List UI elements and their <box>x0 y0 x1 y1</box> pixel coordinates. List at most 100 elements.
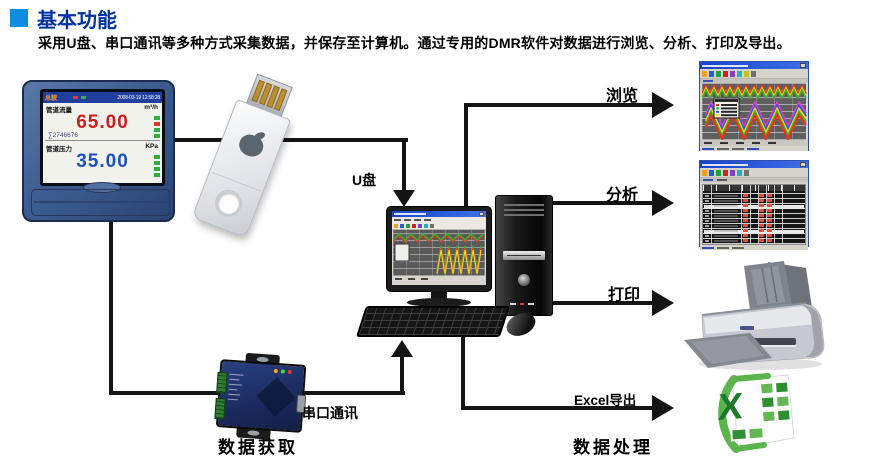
label-data-acquisition: 数据获取 <box>218 438 298 457</box>
apple-logo-icon <box>236 125 268 160</box>
paperless-recorder: 总貌 2008-03-19 12:58:28 管道流量 m³/h 65.00 ∑… <box>22 80 175 222</box>
value-column-red <box>759 193 764 242</box>
column-separator <box>758 185 759 244</box>
panel-print <box>229 378 240 381</box>
browse-curves <box>702 83 807 140</box>
output-tray-inner <box>691 336 764 364</box>
tool-icon <box>744 70 749 77</box>
wave-yellow2 <box>436 249 482 275</box>
tool-icon <box>737 169 742 176</box>
filter-chip <box>703 80 713 82</box>
body-side <box>801 305 824 357</box>
tower-vent <box>504 209 544 211</box>
value-column-red <box>767 193 772 242</box>
tick <box>736 142 744 144</box>
filter-chip <box>717 179 727 181</box>
channel2-value: 35.00 <box>76 151 129 172</box>
indicator <box>154 167 160 171</box>
grid-cell <box>773 380 790 395</box>
column-separator <box>766 185 767 244</box>
excel-swoosh-bottom <box>733 442 767 452</box>
support-ridge <box>770 266 778 303</box>
grid-cell <box>747 426 765 441</box>
titlebar-text <box>702 64 748 67</box>
tool-icon <box>723 169 728 176</box>
tower-light-red <box>520 303 524 305</box>
serial-converter <box>209 351 313 444</box>
recorder-screen: 总貌 2008-03-19 12:58:28 管道流量 m³/h 65.00 ∑… <box>43 92 162 183</box>
pc-keyboard <box>355 306 510 337</box>
channel1-row: 管道流量 m³/h <box>43 103 162 114</box>
channel1-cumulative: ∑2746676 <box>48 132 78 139</box>
printer-graphic <box>684 261 825 370</box>
recorder-door <box>31 189 170 216</box>
led-tx-icon <box>280 369 285 374</box>
power-button <box>518 274 530 286</box>
grid-cell <box>759 395 776 410</box>
usb-lanyard-hole <box>211 185 246 221</box>
browse-filterbar <box>700 79 808 83</box>
data-table <box>702 184 806 245</box>
browse-titlebar <box>700 62 808 69</box>
arrow-excel-icon <box>652 395 674 421</box>
label-usb: U盘 <box>352 172 377 188</box>
usb-body <box>191 98 292 239</box>
grid-cell <box>760 409 777 424</box>
indicator <box>154 122 160 126</box>
recorder-screen-frame: 总貌 2008-03-19 12:58:28 管道流量 m³/h 65.00 ∑… <box>40 89 165 186</box>
table-rows <box>703 191 805 244</box>
line-usb-drop <box>402 138 406 192</box>
status-item <box>408 277 415 280</box>
browse-statusbar <box>700 146 808 151</box>
label-browse: 浏览 <box>606 88 639 105</box>
grid-cell <box>730 427 748 442</box>
channel2-name: 管道压力 <box>46 146 72 153</box>
titlebar-text <box>394 213 426 215</box>
legend-chip <box>716 104 719 106</box>
arrow-analyze-icon <box>652 190 674 216</box>
grid-cell <box>774 394 791 409</box>
column-separator <box>711 185 712 244</box>
excel-graphic <box>718 373 795 453</box>
excel-grid <box>730 380 792 442</box>
column-separator <box>750 185 751 244</box>
usb-seam <box>211 171 261 192</box>
monitor-neck <box>431 291 447 300</box>
arrow-browse-icon <box>652 92 674 118</box>
legend-chip <box>716 110 719 113</box>
terminal-block-1 <box>216 371 228 394</box>
channel1-name: 管道流量 <box>46 107 72 114</box>
wave-red <box>704 112 807 140</box>
excel-swoosh-top <box>731 373 771 382</box>
menu-item <box>394 218 401 221</box>
label-serial-comm: 串口通讯 <box>302 405 358 421</box>
mini-legend <box>394 243 410 262</box>
arrow-print-icon <box>652 290 674 316</box>
tool-icon <box>709 169 714 176</box>
screen-divider <box>45 140 160 141</box>
line-print <box>545 301 654 305</box>
browse-time-axis <box>700 140 808 146</box>
tick <box>768 142 776 144</box>
recorder-screen-header: 总貌 2008-03-19 12:58:28 <box>43 92 162 103</box>
highlight-row <box>704 205 804 209</box>
column-separator <box>782 185 783 244</box>
tool-icon <box>716 169 721 176</box>
browse-toolbar <box>700 69 808 79</box>
column-separator <box>741 185 742 244</box>
recorder-door-seam <box>34 201 167 203</box>
titlebar-text <box>702 163 748 166</box>
status-item <box>702 246 714 249</box>
usb-flash-drive <box>191 70 302 239</box>
monitor-screen <box>392 211 486 285</box>
close-icon <box>800 162 806 167</box>
app-toolbar <box>392 222 486 230</box>
tool-icon <box>716 70 721 77</box>
table-toolbar <box>700 168 808 178</box>
legend-header <box>715 99 738 102</box>
trend-software-window <box>699 61 809 151</box>
tool-icon <box>737 70 742 77</box>
indicator <box>154 134 160 138</box>
excel-x-letter: X <box>717 385 744 428</box>
panel-print <box>227 398 238 401</box>
